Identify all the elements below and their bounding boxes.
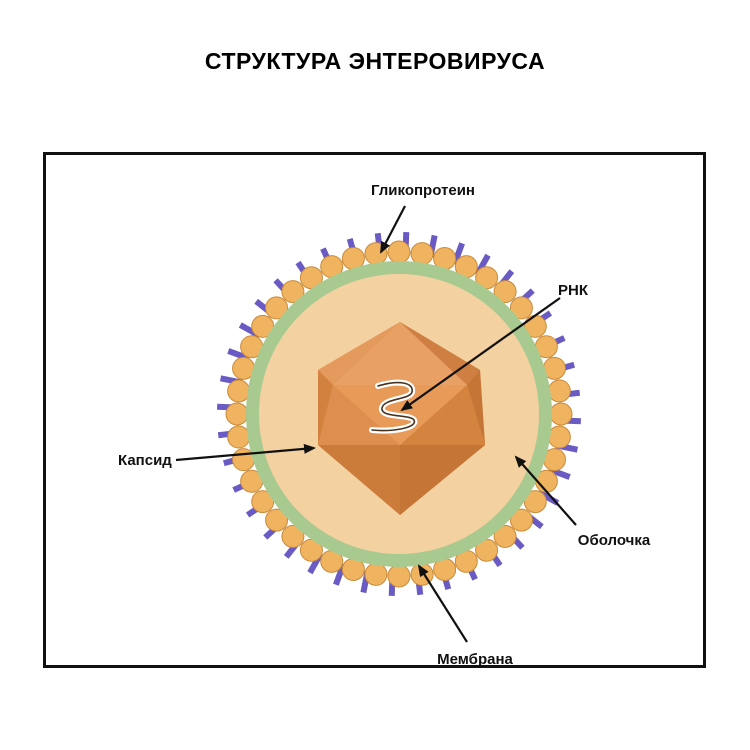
membrane-bead [227, 425, 251, 449]
membrane-bead [265, 296, 289, 320]
capsid-arrow [175, 443, 316, 462]
membrane-bead [547, 379, 571, 403]
rna-arrow [400, 297, 561, 412]
membrane-bead [549, 402, 573, 426]
membrane-bead [547, 425, 571, 449]
membrane-bead [364, 562, 388, 586]
envelope-arrow [514, 455, 577, 526]
membrane-label: Мембрана [437, 651, 513, 668]
envelope-label: Оболочка [578, 532, 651, 549]
membrane-bead [227, 379, 251, 403]
membrane-bead [509, 296, 533, 320]
rna-label: РНК [558, 282, 589, 299]
capsid-label: Капсид [118, 452, 172, 469]
membrane-bead [493, 524, 517, 548]
membrane-arrow [417, 564, 468, 643]
membrane-bead [281, 280, 305, 304]
membrane-bead [387, 240, 411, 264]
membrane-bead [265, 508, 289, 532]
membrane-beads [225, 240, 573, 588]
membrane-bead [493, 280, 517, 304]
glycoprotein-arrow [380, 205, 406, 254]
membrane-bead [387, 564, 411, 588]
membrane-bead [225, 402, 249, 426]
membrane-bead [509, 508, 533, 532]
page-title: СТРУКТУРА ЭНТЕРОВИРУСА [204, 48, 546, 74]
rna-strand [369, 379, 418, 434]
membrane-bead [410, 242, 434, 266]
glycoprotein-label: Гликопротеин [371, 182, 475, 199]
membrane-bead [281, 524, 305, 548]
